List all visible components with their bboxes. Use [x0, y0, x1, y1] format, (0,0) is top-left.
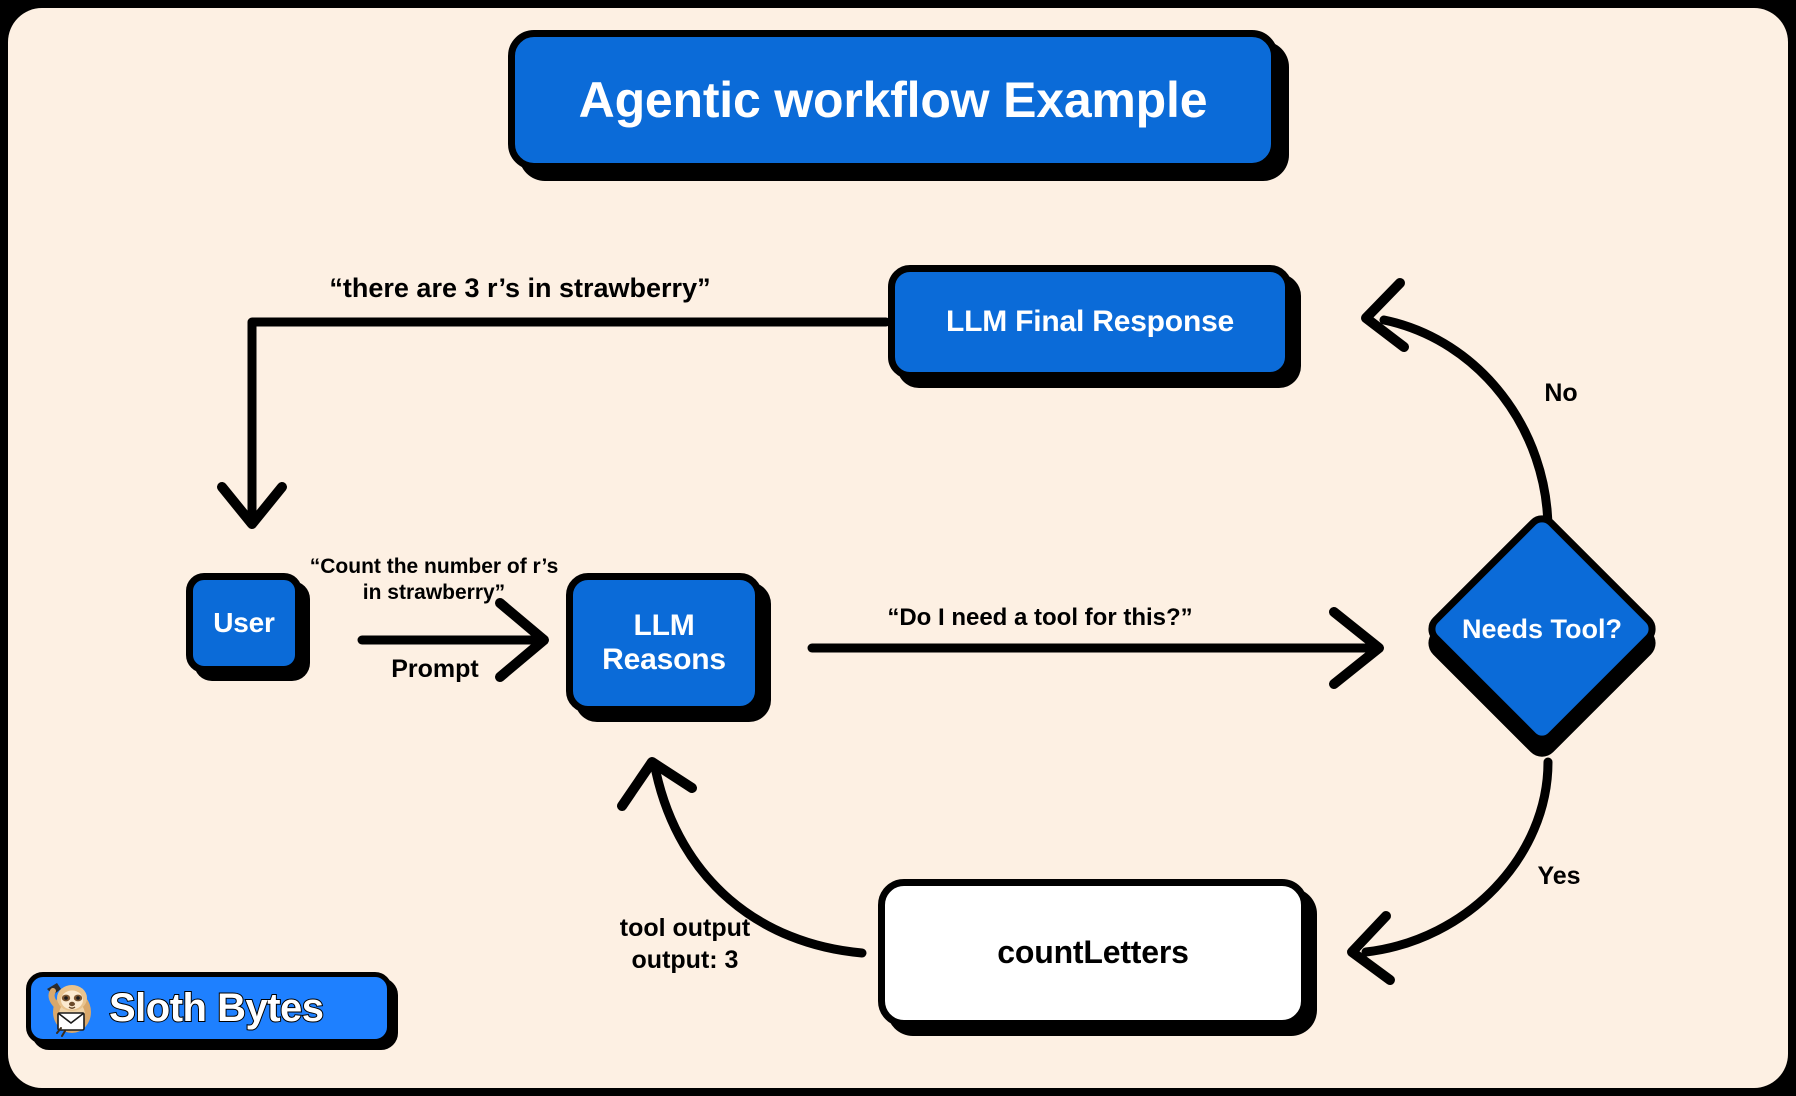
- edge-label-yes: Yes: [1537, 862, 1581, 890]
- edge-label-tool-output: tool output output: 3: [619, 914, 751, 974]
- page-title: Agentic workflow Example: [508, 30, 1278, 170]
- sloth-bytes-logo[interactable]: Sloth Bytes: [26, 972, 392, 1044]
- node-llm-final-response[interactable]: LLM Final Response: [888, 265, 1292, 379]
- node-needs-tool[interactable]: Needs Tool?: [1421, 508, 1663, 750]
- node-count-letters[interactable]: countLetters: [878, 879, 1308, 1027]
- edge-label-need-tool-question: “Do I need a tool for this?”: [887, 604, 1193, 631]
- edge-label-prompt-quote: “Count the number of r’s in strawberry”: [309, 555, 559, 605]
- node-needs-tool-label: Needs Tool?: [1461, 613, 1622, 644]
- edge-label-no: No: [1544, 379, 1578, 407]
- node-user[interactable]: User: [186, 573, 302, 673]
- logo-text: Sloth Bytes: [108, 985, 325, 1031]
- edge-label-final-answer: “there are 3 r’s in strawberry”: [329, 273, 711, 303]
- sloth-mascot-icon: [47, 983, 91, 1037]
- node-llm-reasons[interactable]: LLM Reasons: [566, 573, 762, 713]
- edge-label-prompt: Prompt: [391, 655, 479, 683]
